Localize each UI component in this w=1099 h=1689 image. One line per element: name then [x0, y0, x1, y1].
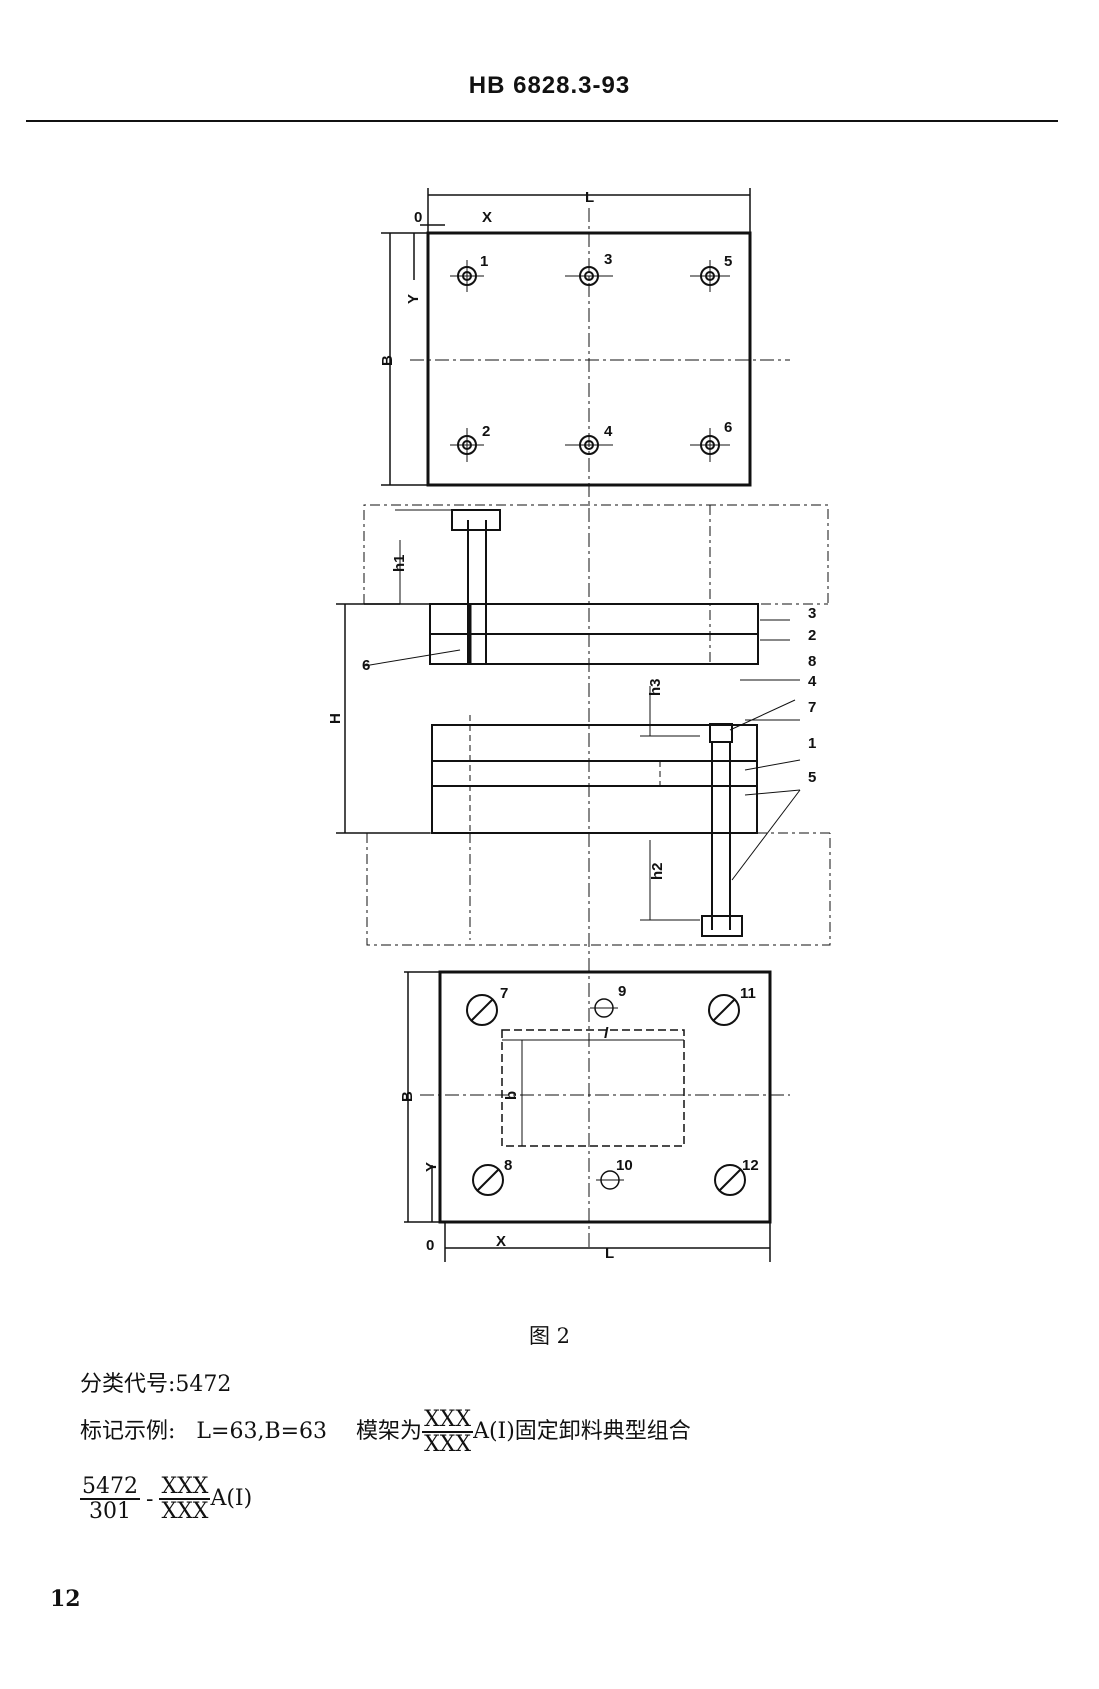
marking-prefix: 模架为	[356, 1419, 423, 1445]
section-dim-h1: h1	[391, 554, 408, 572]
top-hole-6: 6	[724, 419, 732, 436]
top-view	[381, 188, 790, 1250]
section-dim-H: H	[327, 713, 344, 724]
die-set-drawing: L X 0 B Y 1 3 5 2 4 6	[327, 188, 831, 1262]
bottom-hole-9: 9	[618, 983, 626, 1000]
part-label-6: 6	[362, 657, 370, 674]
bottom-hole-8: 8	[504, 1157, 512, 1174]
formula-num: 5472	[80, 1474, 140, 1501]
formula-dash: -	[146, 1486, 154, 1512]
top-hole-2: 2	[482, 423, 490, 440]
part-label-4: 4	[808, 673, 817, 690]
classification-line: 分类代号:5472	[80, 1366, 231, 1398]
header-rule	[26, 120, 1058, 122]
part-label-3: 3	[808, 605, 816, 622]
figure-caption: 图 2	[528, 1324, 571, 1348]
top-hole-4: 4	[604, 423, 613, 440]
bottom-dim-length: L	[605, 1245, 614, 1262]
marking-suffix: A(I)固定卸料典型组合	[473, 1419, 691, 1445]
page-number: 12	[50, 1586, 81, 1612]
bottom-dim-width: B	[399, 1091, 416, 1102]
part-label-8: 8	[808, 653, 816, 670]
part-label-1: 1	[808, 735, 816, 752]
section-dim-h2: h2	[649, 862, 666, 880]
bottom-dim-inner-length: l	[604, 1025, 609, 1042]
bottom-hole-11: 11	[740, 985, 756, 1002]
section-view	[336, 504, 831, 946]
bottom-dim-inner-width: b	[503, 1091, 520, 1100]
bottom-hole-12: 12	[742, 1157, 759, 1174]
part-label-5: 5	[808, 769, 816, 786]
top-hole-3: 3	[604, 251, 612, 268]
top-dim-length: L	[585, 189, 594, 206]
marking-frac-num: XXX	[422, 1407, 474, 1434]
formula-suffix: A(I)	[210, 1486, 253, 1512]
bottom-view	[404, 970, 790, 1262]
standard-code: HB 6828.3-93	[468, 72, 631, 99]
part-label-7: 7	[808, 699, 816, 716]
top-axis-y: Y	[405, 294, 422, 304]
marking-label: 标记示例:	[80, 1419, 176, 1445]
top-hole-1: 1	[480, 253, 488, 270]
bottom-hole-7: 7	[500, 985, 508, 1002]
marking-params: L=63,B=63	[196, 1419, 328, 1445]
marking-frac-den: XXX	[424, 1432, 472, 1458]
classification-value: 5472	[175, 1372, 232, 1397]
top-axis-x: X	[482, 209, 492, 226]
bottom-hole-10: 10	[616, 1157, 633, 1174]
top-dim-width: B	[379, 355, 396, 366]
formula-xxx-den: XXX	[161, 1499, 209, 1525]
top-hole-5: 5	[724, 253, 732, 270]
classification-label: 分类代号:	[80, 1372, 176, 1397]
bottom-axis-x: X	[496, 1233, 506, 1250]
section-dim-h3: h3	[647, 678, 664, 696]
top-origin: 0	[414, 209, 422, 226]
bottom-axis-y: Y	[423, 1162, 440, 1172]
formula-den: 301	[89, 1499, 131, 1525]
formula-xxx-num: XXX	[159, 1474, 211, 1501]
bottom-origin: 0	[426, 1237, 434, 1254]
part-label-2: 2	[808, 627, 816, 644]
